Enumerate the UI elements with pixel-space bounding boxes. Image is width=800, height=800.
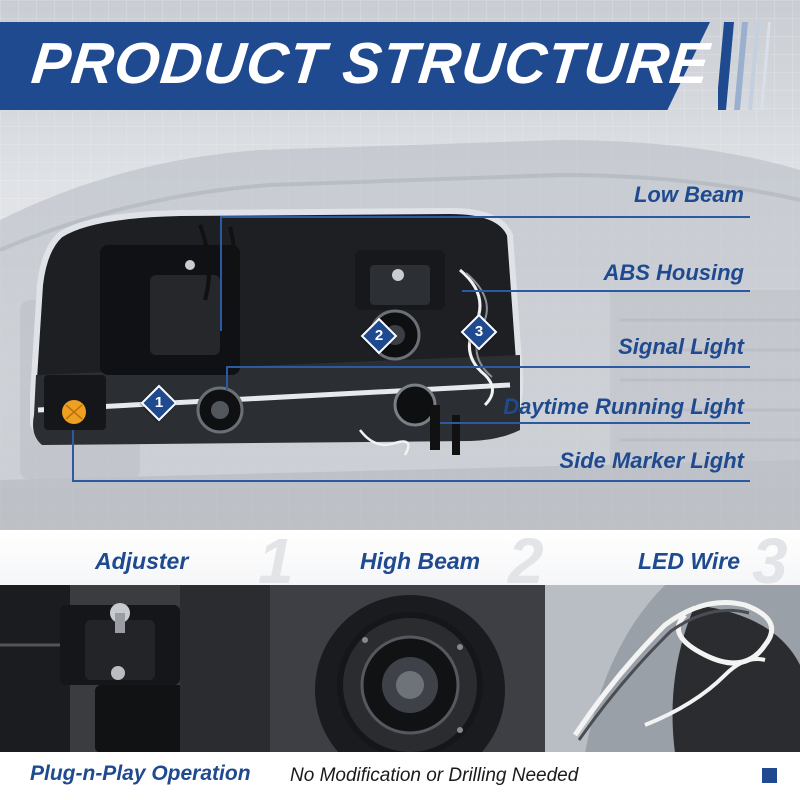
adjuster-photo bbox=[0, 585, 270, 753]
led-wire-photo bbox=[545, 585, 800, 753]
callout-side-marker-light: Side Marker Light bbox=[559, 448, 744, 473]
abs-housing-connector-line bbox=[462, 290, 750, 292]
low-beam-connector-line bbox=[220, 216, 750, 218]
callout-daytime-running-light: Daytime Running Light bbox=[503, 394, 744, 419]
drl-connector-line bbox=[440, 422, 750, 424]
headlight-illustration bbox=[30, 207, 524, 456]
low-beam-connector-vline bbox=[220, 216, 222, 331]
footer-square-icon bbox=[762, 768, 777, 783]
badge-high-beam-number: 2 bbox=[374, 327, 384, 344]
badge-led-wire-number: 3 bbox=[474, 323, 484, 340]
feature-number-led-wire: 3 bbox=[752, 525, 788, 597]
page-title: PRODUCT STRUCTURE bbox=[28, 31, 714, 96]
footer-bar bbox=[0, 752, 800, 800]
footer-emphasis: Plug-n-Play Operation bbox=[30, 762, 251, 785]
feature-title-high-beam: High Beam bbox=[360, 548, 481, 574]
signal-light-connector-vline bbox=[226, 366, 228, 390]
decorative-stripes bbox=[718, 22, 771, 110]
callout-signal-light: Signal Light bbox=[618, 334, 744, 359]
feature-number-high-beam: 2 bbox=[508, 525, 544, 597]
title-banner bbox=[0, 22, 710, 110]
callout-low-beam: Low Beam bbox=[633, 182, 744, 207]
badge-adjuster-number: 1 bbox=[154, 394, 164, 411]
callout-abs-housing: ABS Housing bbox=[603, 260, 744, 285]
signal-light-connector-line bbox=[226, 366, 750, 368]
feature-title-adjuster: Adjuster bbox=[95, 548, 189, 574]
side-marker-connector-line bbox=[72, 480, 750, 482]
hero-section: PRODUCT STRUCTURE bbox=[0, 0, 800, 530]
feature-number-adjuster: 1 bbox=[258, 525, 294, 597]
high-beam-photo bbox=[270, 585, 545, 753]
feature-title-led-wire: LED Wire bbox=[638, 548, 741, 574]
side-marker-connector-vline bbox=[72, 430, 74, 481]
footer-text: No Modification or Drilling Needed bbox=[290, 765, 579, 786]
